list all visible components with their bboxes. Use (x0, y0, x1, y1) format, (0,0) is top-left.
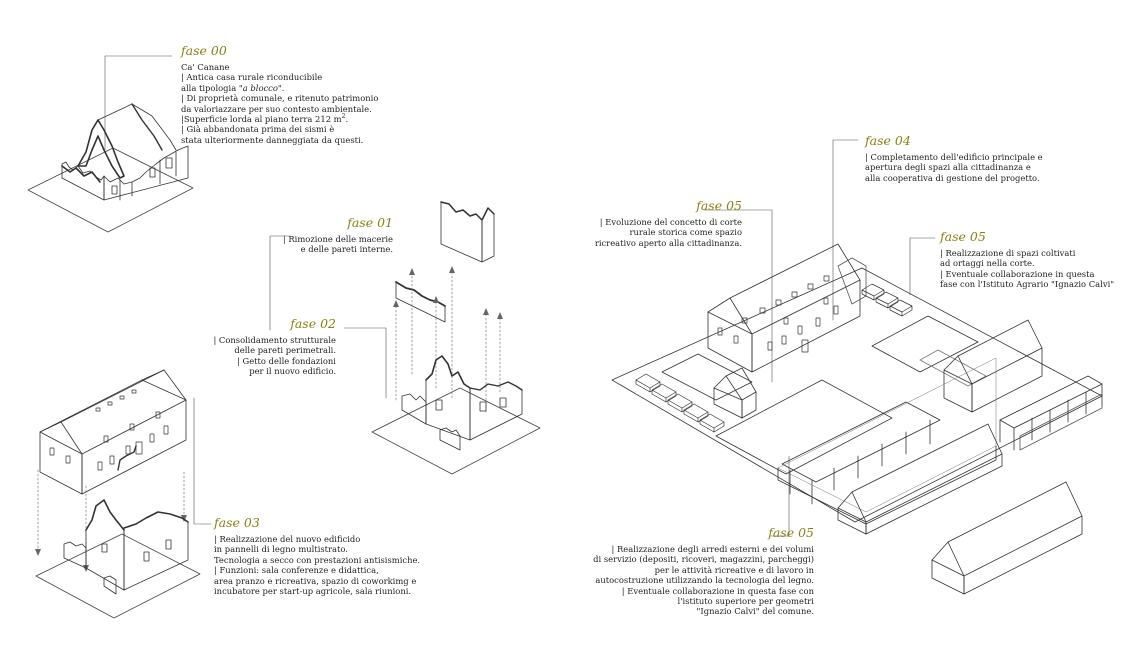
long-front-building (837, 423, 1003, 535)
phase-05-gardens-line-4: fase con l'Istituto Agrario "Ignazio Cal… (940, 279, 1115, 290)
phase-02-line-4: per il nuovo edificio. (249, 366, 336, 377)
back-benches (861, 283, 913, 317)
phase-00-line-3: alla tipologia "a blocco". (181, 82, 285, 93)
phase-02-line-2: delle pareti perimetrali. (234, 345, 336, 356)
phase-05-furniture-title: fase 05 (768, 525, 814, 540)
phase-05-furniture-line-5: | Eventuale collaborazione in questa fas… (621, 585, 814, 596)
phase-04-line-2: apertura degli spazi alla cittadinanza e (865, 162, 1031, 173)
phase-00-title: fase 00 (181, 43, 227, 58)
phase-04-line-3: alla cooperativa di gestione del progett… (865, 172, 1040, 183)
phase-03-line-3: Tecnologia a secco con prestazioni antis… (214, 554, 421, 565)
phase-00-line-7: | Già abbandonata prima dei sismi è (181, 124, 335, 135)
phase-00-line-4: | Di proprietà comunale, e ritenuto patr… (181, 93, 379, 104)
phase-04-title: fase 04 (865, 133, 911, 148)
phase-01-block: fase 01 | Rimozione delle macerie e dell… (268, 215, 393, 255)
phase-05-furniture-block: fase 05 | Realizzazione degli arredi est… (590, 525, 814, 617)
phase-04-block: fase 04 | Completamento dell'edificio pr… (865, 133, 1043, 183)
phase-01-title: fase 01 (347, 215, 393, 230)
phase-05-furniture-line-7: "Ignazio Calvi" del comune. (696, 606, 814, 617)
leader-lines (104, 55, 936, 537)
right-barn (943, 319, 1043, 413)
phase-05-gardens-line-2: ad ortaggi nella corte. (940, 258, 1035, 269)
area-exponent: 2 (341, 113, 346, 121)
phase-03-block: fase 03 | Realizzazione del nuovo edific… (214, 515, 420, 596)
ruin-house-f00 (27, 103, 194, 233)
phase-05-courtyard-line-3: ricreativo aperto alla cittadinanza. (594, 237, 742, 248)
phase-05-gardens-line-1: | Realizzazione di spazi coltivati (940, 248, 1076, 258)
phase-00-line-1: Ca' Canane (181, 62, 230, 72)
phase-05-courtyard-title: fase 05 (696, 198, 742, 213)
masterplan (611, 243, 1103, 535)
phase-00-line-6: |Superficie lorda al piano terra 212 m2. (181, 113, 349, 125)
phase-05-gardens-block: fase 05 | Realizzazione di spazi coltiva… (940, 229, 1114, 290)
phase-05-furniture-line-4: autocostruzione utilizzando la tecnologi… (595, 575, 814, 586)
phase-05-furniture-line-2: di servizio (depositi, ricoveri, magazzi… (593, 554, 814, 565)
walls-f01 (395, 201, 495, 323)
central-pergola (777, 357, 997, 525)
walls-f02 (371, 355, 541, 475)
phase-02-line-1: | Consolidamento strutturale (213, 335, 336, 345)
phase-01-line-1: | Rimozione delle macerie (282, 234, 393, 244)
phase-00-line-5: da valoriazzare per suo contesto ambient… (181, 103, 372, 114)
walls-f03 (35, 499, 201, 619)
arrow-heads (35, 266, 503, 572)
phase-03-line-1: | Realizzazione del nuovo edificido (214, 534, 361, 544)
phase-02-block: fase 02 | Consolidamento strutturale del… (210, 316, 336, 377)
phase-03-title: fase 03 (214, 515, 260, 530)
phase-05-furniture-line-6: l'istituto superiore per geometri (677, 596, 814, 607)
parking-benches (635, 373, 725, 433)
phase-05-furniture-line-3: per le attività ricreative e di lavoro i… (654, 564, 814, 575)
phase-03-line-5: area pranzo e ricreativa, spazio di cowo… (214, 575, 417, 586)
main-building (707, 243, 867, 373)
phase-00-line-8: stata ulteriormente danneggiata da quest… (181, 134, 364, 145)
phase-02-title: fase 02 (290, 316, 336, 331)
phase-04-line-1: | Completamento dell'edificio principale… (865, 152, 1043, 162)
timber-building-f03 (39, 369, 187, 495)
right-pergola (999, 375, 1103, 451)
phase-00-line-2: | Antica casa rurale riconducibile (181, 72, 323, 83)
phase-01-line-2: e delle pareti interne. (300, 244, 393, 255)
phase-05-gardens-title: fase 05 (940, 229, 986, 244)
phase-05-furniture-line-1: | Realizzazione degli arredi esterni e d… (611, 544, 814, 554)
phase-03-line-2: in pannelli di legno multistrato. (214, 544, 348, 555)
phase-05-courtyard-line-1: | Evoluzione del concetto di corte (599, 217, 742, 227)
phase-00-block: fase 00 Ca' Canane | Antica casa rurale … (181, 43, 378, 145)
phase-02-line-3: | Getto delle fondazioni (237, 355, 336, 366)
phase-03-line-6: incubatore per start-up agricole, sala r… (214, 586, 412, 597)
detached-shed (931, 481, 1083, 595)
phase-03-line-4: | Funzioni: sala conferenze e didattica, (214, 565, 379, 576)
phase-05-gardens-line-3: | Eventuale collaborazione in questa (940, 268, 1095, 279)
phase-05-courtyard-block: fase 05 | Evoluzione del concetto di cor… (582, 198, 742, 248)
phase-05-courtyard-line-2: rurale storica come spazio (629, 227, 742, 238)
typology-term: "a blocco". (238, 82, 285, 93)
